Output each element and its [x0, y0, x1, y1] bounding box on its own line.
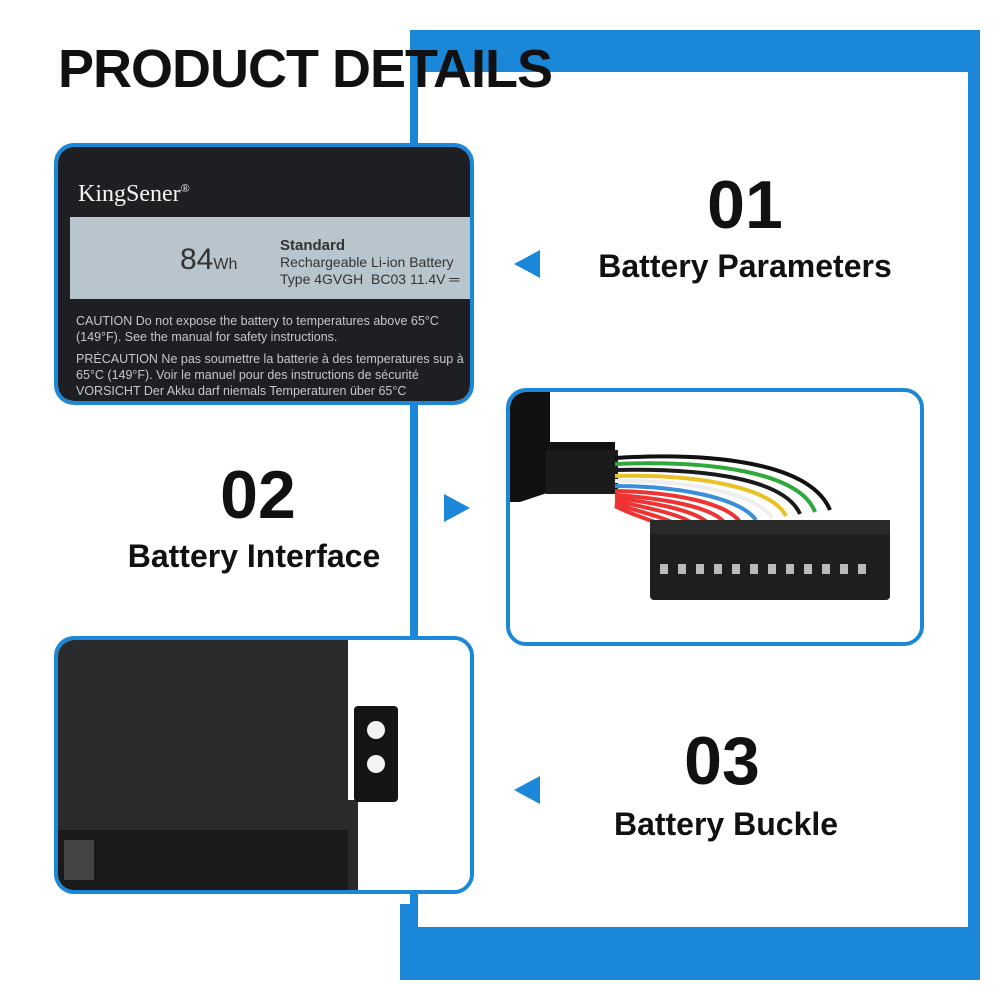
- capacity: 84Wh: [180, 243, 238, 276]
- caution-text: CAUTION Do not expose the battery to tem…: [76, 314, 464, 398]
- battery-spec: Standard Rechargeable Li-ion Battery Typ…: [280, 237, 460, 287]
- feature-caption-1: Battery Parameters: [598, 248, 892, 284]
- arrow-left-icon: [514, 250, 540, 278]
- brand-logo: KingSener®: [78, 181, 190, 207]
- page-title: PRODUCT DETAILS: [58, 39, 553, 99]
- feature-number-1: 01: [707, 167, 783, 243]
- battery-label-image: KingSener® 84Wh Standard Rechargeable Li…: [54, 143, 474, 405]
- battery-buckle-image: [54, 636, 474, 894]
- cable-connector-illustration: [510, 392, 890, 600]
- arrow-right-icon: [444, 494, 470, 522]
- arrow-left-icon: [514, 776, 540, 804]
- feature-number-3: 03: [684, 723, 760, 799]
- feature-caption-2: Battery Interface: [127, 538, 381, 574]
- label-band: 84Wh Standard Rechargeable Li-ion Batter…: [70, 217, 470, 299]
- battery-interface-image: [506, 388, 924, 646]
- battery-buckle-illustration: [58, 640, 398, 890]
- feature-caption-3: Battery Buckle: [613, 806, 839, 842]
- feature-number-2: 02: [220, 457, 296, 533]
